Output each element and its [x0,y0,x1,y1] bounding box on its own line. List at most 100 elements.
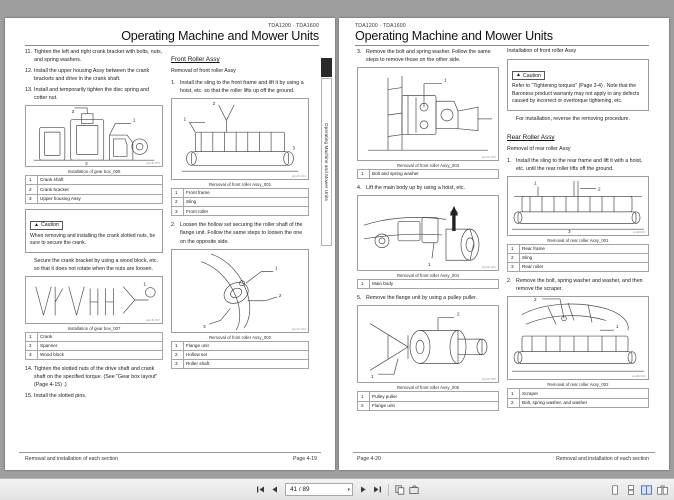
snapshot-icon[interactable] [408,483,419,496]
step-number: 15. [25,393,33,400]
column-2-left: Front Roller Assy Removal of front rolle… [171,48,309,448]
part-name: Hollow set [183,349,309,360]
parts-table: 1 Flange unit 2 Hollow set 3 Roller shaf… [171,340,309,369]
previous-page-button[interactable] [269,483,280,496]
svg-text:1: 1 [184,117,187,122]
warning-triangle-icon: ▲ [34,221,39,228]
step-number: 1. [171,80,176,86]
continuous-view-button[interactable] [625,483,636,496]
table-row: 2 Flange unit [357,400,499,411]
single-page-view-button[interactable] [609,483,620,496]
figure-caption: Removal of rear roller Assy_002 [547,382,609,388]
step-text: Remove the bolt, spring washer and washe… [516,278,643,293]
figure-front-roller-001: 2 1 3 jdpcR-001 [171,98,309,181]
svg-text:2: 2 [457,312,460,317]
figure-caption: Removal of front roller Assy_002 [208,334,272,340]
page-number-input[interactable]: 41 / 89 ▾ [285,483,353,496]
part-name: Rear roller [519,262,649,273]
header-rule [25,45,319,46]
page-header-right: TDA1200 · TDA1600 Operating Machine and … [339,18,669,46]
figure-caption: Removal of front roller Assy_005 [396,385,460,391]
figure-code: jdpcR-002 [291,326,306,331]
figure-code: snaMc002 [631,374,646,379]
figure-code: jdpcR-004 [481,265,496,270]
footer-page-number: Page 4-20 [357,456,381,462]
caution-text: Refer to "Tightening torques" (Page 3-4)… [512,83,640,105]
section-heading: Front Roller Assy [171,56,220,63]
next-page-button[interactable] [358,483,369,496]
figure-front-roller-004: 1 jdpcR-004 [357,195,499,272]
part-name: Rear frame [519,244,649,255]
step-item: 14. Tighten the slotted nuts of the driv… [25,365,163,389]
figure-gearbox-006: 3 1 2 jdpcB-006 [25,105,163,168]
side-tab: Operating Machine and Mower Units [321,78,332,246]
table-row: 2 Sling [507,253,649,264]
figure-rear-roller-001: 1 2 3 snaMcR1 [507,176,649,237]
part-index: 2 [25,341,38,352]
chevron-down-icon[interactable]: ▾ [347,486,350,493]
page-left[interactable]: TDA1200 · TDA1600 Operating Machine and … [5,18,335,470]
table-row: 1 Scraper [507,388,649,399]
parts-table: 1 Bolt and spring washer [357,169,499,180]
figure-code: jdpcB-006 [146,161,160,166]
figure-caption: Removal of rear roller Assy_001 [547,238,609,244]
table-row: 2 Spanner [25,341,163,352]
part-index: 1 [507,388,520,399]
facing-pages-view-button[interactable] [641,483,652,496]
part-name: Pulley puller [369,391,499,402]
page-header-left: TDA1200 · TDA1600 Operating Machine and … [5,18,335,46]
part-index: 1 [25,175,38,186]
part-name: Upper housing Assy [37,193,163,204]
last-page-button[interactable] [372,483,383,496]
section-subheading: Removal of front roller Assy [171,68,236,74]
table-row: 3 Wood block [25,350,163,361]
table-row: 1 Bolt and spring washer [357,169,499,180]
copy-icon[interactable] [394,483,405,496]
first-page-button[interactable] [255,483,266,496]
step-item: 2. Loosen the hollow set securing the ro… [171,221,309,245]
page-title: Operating Machine and Mower Units [121,29,319,43]
part-name: Roller shaft [183,358,309,369]
caution-label: Caution [40,222,59,229]
svg-text:2: 2 [213,101,216,106]
table-row: 1 Pulley puller [357,391,499,402]
page-spread: TDA1200 · TDA1600 Operating Machine and … [5,18,669,470]
part-index: 2 [171,349,184,360]
figure-rear-roller-002: 2 1 snaMc002 [507,296,649,381]
part-name: Sling [183,197,309,208]
parts-table: 1 Scraper 2 Bolt, spring washer, and was… [507,388,649,408]
svg-text:2: 2 [598,187,601,192]
step-text: Install and temporarily tighten the disc… [34,87,150,102]
page-right[interactable]: TDA1200 · TDA1600 Operating Machine and … [339,18,669,470]
table-row: 1 Flange unit [171,340,309,351]
step-item: 13. Install and temporarily tighten the … [25,86,163,102]
table-row: 2 Crank bracket [25,184,163,195]
svg-text:3: 3 [568,229,571,234]
figure-code: jdpcR-005 [481,377,496,382]
footer-rule [353,452,655,453]
svg-text:1: 1 [371,375,374,380]
step-number: 12. [25,68,33,75]
footer-rule [19,452,321,453]
table-row: 3 Front roller [171,206,309,217]
step-item: 1. Install the sling to the front frame … [171,79,309,95]
caution-text: When removing and installing the crank s… [30,232,156,247]
caution-box: ▲ Caution Refer to "Tightening torques" … [507,59,649,111]
step-number: 2. [507,278,512,285]
step-number: 4. [357,185,362,192]
book-view-button[interactable] [657,483,668,496]
part-index: 2 [507,397,520,408]
part-name: Front roller [183,206,309,217]
parts-table: 1 Pulley puller 2 Flange unit [357,391,499,411]
figure-caption: Installation of gear box_006 [67,169,121,175]
part-name: Spanner [37,341,163,352]
table-row: 1 Crank [25,331,163,343]
part-index: 2 [357,400,370,411]
figure-gearbox-007: 1 jdpcB-007 [25,275,163,324]
parts-table: 1 Crank 2 Spanner 3 Wood block [25,331,163,361]
step-number: 1. [507,157,512,164]
column-1-right: 3. Remove the bolt and spring washer. Fo… [357,48,499,448]
part-index: 1 [357,169,370,180]
step-number: 5. [357,295,362,302]
